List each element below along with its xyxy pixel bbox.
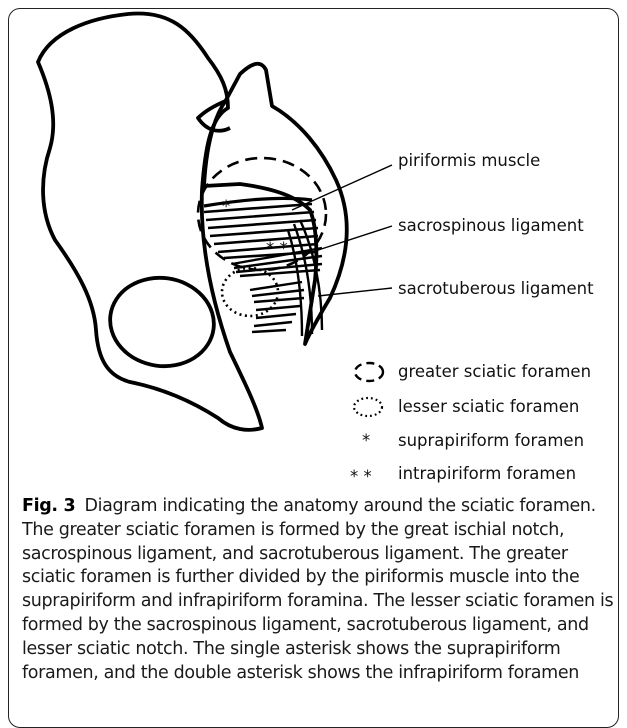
- double-asterisk-icon: * *: [350, 467, 372, 486]
- label-sacrotuberous-ligament: sacrotuberous ligament: [398, 279, 594, 298]
- figure-number: Fig. 3: [22, 496, 75, 516]
- single-asterisk-icon: *: [362, 431, 370, 450]
- legend-label-lesser: lesser sciatic foramen: [398, 397, 579, 416]
- dashed-circle-icon: [355, 363, 383, 381]
- sciatic-foramen-diagram: * * * piriformis muscle sacrospinous lig…: [0, 0, 627, 500]
- single-asterisk-marker: *: [222, 197, 230, 216]
- label-sacrospinous-ligament: sacrospinous ligament: [398, 216, 584, 235]
- caption-text: Diagram indicating the anatomy around th…: [22, 496, 613, 683]
- legend-label-intrapiriform: intrapiriform foramen: [398, 464, 576, 483]
- legend-label-suprapiriform: suprapiriform foramen: [398, 431, 584, 450]
- hip-bone-outline: [38, 13, 262, 429]
- figure-caption: Fig. 3 Diagram indicating the anatomy ar…: [22, 495, 622, 685]
- double-asterisk-marker: * *: [266, 239, 288, 258]
- label-piriformis-muscle: piriformis muscle: [398, 151, 540, 170]
- leader-line-sacrotuberous: [318, 288, 392, 296]
- dotted-circle-icon: [354, 398, 382, 416]
- legend: greater sciatic foramen lesser sciatic f…: [350, 362, 591, 486]
- obturator-foramen: [104, 271, 219, 373]
- legend-label-greater: greater sciatic foramen: [398, 362, 591, 381]
